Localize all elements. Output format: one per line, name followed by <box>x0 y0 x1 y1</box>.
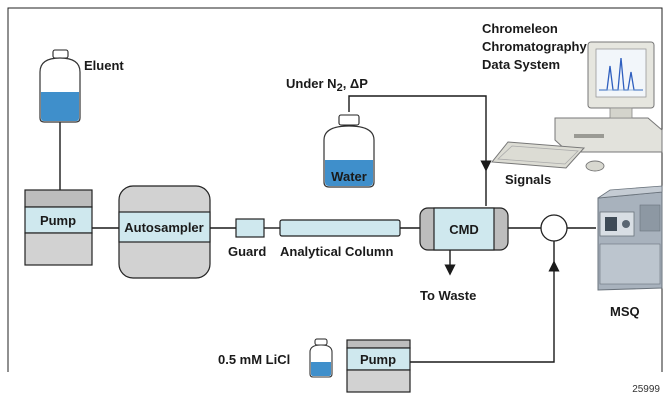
chromeleon-line2: Chromatography <box>482 39 588 54</box>
autosampler-label: Autosampler <box>124 220 203 235</box>
under-n2-label: Under N2, ΔP <box>286 76 368 94</box>
licl-pump-label: Pump <box>360 352 396 367</box>
signals-label: Signals <box>505 172 551 187</box>
licl-bottle <box>309 338 333 378</box>
msq-label: MSQ <box>610 304 640 319</box>
main-pump-label: Pump <box>40 213 76 228</box>
computer-workstation-icon <box>491 41 663 172</box>
guard-column <box>235 218 265 238</box>
water-label: Water <box>331 169 367 184</box>
cmd-label: CMD <box>449 222 479 237</box>
guard-label: Guard <box>228 244 266 259</box>
analytical-column <box>279 219 401 237</box>
mixing-tee <box>540 214 568 242</box>
under-n2-subscript: 2 <box>337 82 343 94</box>
chromeleon-line1: Chromeleon <box>482 21 558 36</box>
chromeleon-line3: Data System <box>482 57 560 72</box>
figure-number: 25999 <box>632 384 660 395</box>
analytical-column-label: Analytical Column <box>280 244 393 259</box>
chromatogram-trace <box>599 57 643 91</box>
cmd-device <box>419 207 509 251</box>
mass-spectrometer-icon <box>597 185 663 291</box>
licl-pump <box>346 339 411 393</box>
main-pump <box>24 189 93 266</box>
autosampler <box>118 185 211 279</box>
eluent-label: Eluent <box>84 58 124 73</box>
water-bottle <box>323 114 375 188</box>
to-waste-label: To Waste <box>420 288 476 303</box>
eluent-bottle <box>39 49 81 123</box>
licl-label: 0.5 mM LiCl <box>218 352 290 367</box>
